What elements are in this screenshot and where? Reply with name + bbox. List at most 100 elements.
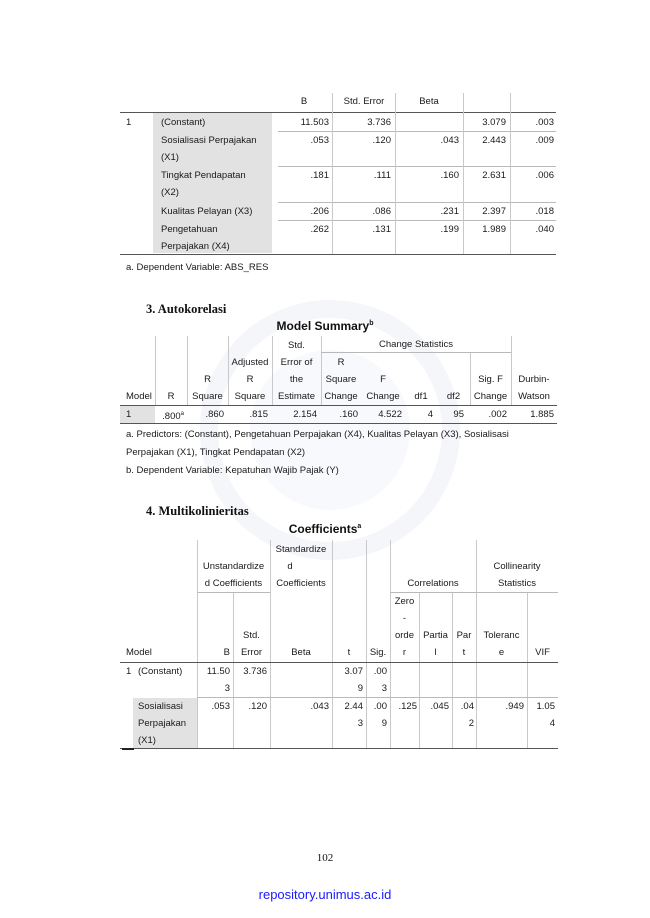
summary-std: 2.154: [293, 409, 317, 420]
row-label: (Constant): [161, 117, 206, 128]
header-zero-1: Zero: [394, 596, 415, 607]
row-label: Kualitas Pelayan (X3): [161, 206, 253, 217]
cell-std-error: .111: [373, 170, 391, 181]
coef-cell-se: 3.736: [243, 666, 267, 677]
coef-cell-vif: 4: [549, 718, 555, 729]
header-part-1: Par: [456, 630, 472, 641]
group-rule: [476, 592, 558, 593]
cell-t: 3.079: [482, 117, 506, 128]
cell-sig: .009: [535, 135, 555, 146]
row-label: (X1): [161, 152, 179, 163]
coef-cell-vif: 1.05: [536, 701, 556, 712]
cell-std-error: .131: [372, 224, 392, 235]
header-t: t: [347, 647, 351, 658]
watermark-seal-inner: [250, 350, 410, 510]
section-heading-autokorelasi: 3. Autokorelasi: [146, 302, 227, 316]
top-footnote: a. Dependent Variable: ABS_RES: [126, 262, 269, 273]
header-beta: Beta: [291, 647, 311, 658]
coef-cell-sig: 3: [381, 683, 387, 694]
header-sigf-1: Sig. F: [478, 374, 503, 385]
coefficients-title-sup: a: [357, 523, 362, 530]
coef-model: 1: [126, 666, 132, 677]
header-std-2: Error of: [280, 357, 313, 368]
cell-sig: .003: [535, 117, 555, 128]
cell-sig: .018: [535, 206, 555, 217]
rule: [120, 254, 556, 255]
header-df2: df2: [446, 391, 461, 402]
coef-cell-t: 9: [357, 683, 363, 694]
header-partial-1: Partia: [423, 630, 448, 641]
cell-beta: .231: [440, 206, 460, 217]
summary-footnote-2: Perpajakan (X1), Tingkat Pendapatan (X2): [126, 447, 306, 458]
header-std-4: Estimate: [278, 391, 315, 402]
header-rsqc-2: Square: [325, 374, 357, 385]
coef-cell-b: 3: [224, 683, 230, 694]
coef-cell-part: .04: [460, 701, 474, 712]
cell-b: 11.503: [300, 117, 329, 128]
model-summary-title-text: Model Summary: [276, 319, 370, 333]
col-divider: [395, 93, 396, 254]
header-se-2: Error: [240, 647, 263, 658]
col-divider: [419, 592, 420, 748]
coefficients-title: Coefficientsa: [0, 522, 650, 536]
coef-cell-sig: .00: [373, 666, 387, 677]
rule: [278, 166, 556, 167]
col-divider: [463, 93, 464, 254]
col-divider: [511, 336, 512, 405]
header-part-2: t: [462, 647, 466, 658]
header-tol-1: Toleranc: [483, 630, 520, 641]
col-divider: [332, 540, 333, 748]
cell-beta: .160: [440, 170, 460, 181]
col-divider: [228, 336, 229, 405]
cell-std-error: .120: [372, 135, 392, 146]
repository-link[interactable]: repository.unimus.ac.id: [258, 887, 392, 902]
coef-cell-part: 2: [468, 718, 474, 729]
group-correlations: Correlations: [407, 578, 459, 589]
coef-cell-beta: .043: [310, 701, 330, 712]
group-coll-2: Statistics: [497, 578, 536, 589]
coef-cell-t: 2.44: [344, 701, 364, 712]
header-rsq-1: R: [204, 374, 211, 385]
cell-sig: .006: [535, 170, 555, 181]
coef-cell-partial: .045: [430, 701, 450, 712]
header-df1: df1: [414, 391, 428, 402]
cell-b: .262: [310, 224, 330, 235]
rule: [278, 202, 556, 203]
header-change-statistics: Change Statistics: [379, 339, 453, 350]
coef-cell-tol: .949: [505, 701, 525, 712]
header-zero-3: orde: [394, 630, 414, 641]
label-column-shade: [153, 113, 272, 253]
col-divider: [470, 352, 471, 405]
col-divider: [155, 336, 156, 405]
group-rule: [197, 592, 270, 593]
summary-df1: 4: [427, 409, 433, 420]
coef-cell-b: 11.50: [206, 666, 230, 677]
header-fc-2: Change: [366, 391, 400, 402]
cell-b: .206: [310, 206, 330, 217]
row-label: Tingkat Pendapatan: [161, 170, 246, 181]
summary-f-change: 4.522: [378, 409, 402, 420]
label-column-shade: [133, 698, 197, 748]
cell-beta: .199: [440, 224, 460, 235]
header-beta: Beta: [419, 96, 439, 107]
summary-r-square: .860: [205, 409, 225, 420]
summary-dw: 1.885: [530, 409, 554, 420]
header-r: R: [167, 391, 175, 402]
group-std-2: d: [287, 561, 293, 572]
col-divider: [510, 93, 511, 254]
header-adj-3: Square: [234, 391, 266, 402]
cell-t: 1.989: [482, 224, 506, 235]
col-divider: [476, 540, 477, 748]
cell-std-error: 3.736: [367, 117, 391, 128]
summary-r-sup: a: [180, 411, 184, 417]
summary-footnote-1: a. Predictors: (Constant), Pengetahuan P…: [126, 429, 509, 440]
header-se-1: Std.: [243, 630, 260, 641]
header-dw-1: Durbin-: [518, 374, 550, 385]
coef-cell-se: .120: [248, 701, 268, 712]
cell-t: 2.631: [482, 170, 506, 181]
group-coll-1: Collinearity: [493, 561, 541, 572]
header-b: B: [300, 96, 308, 107]
rule: [278, 220, 556, 221]
model-cell-shade: [120, 406, 155, 423]
col-divider: [270, 540, 271, 748]
